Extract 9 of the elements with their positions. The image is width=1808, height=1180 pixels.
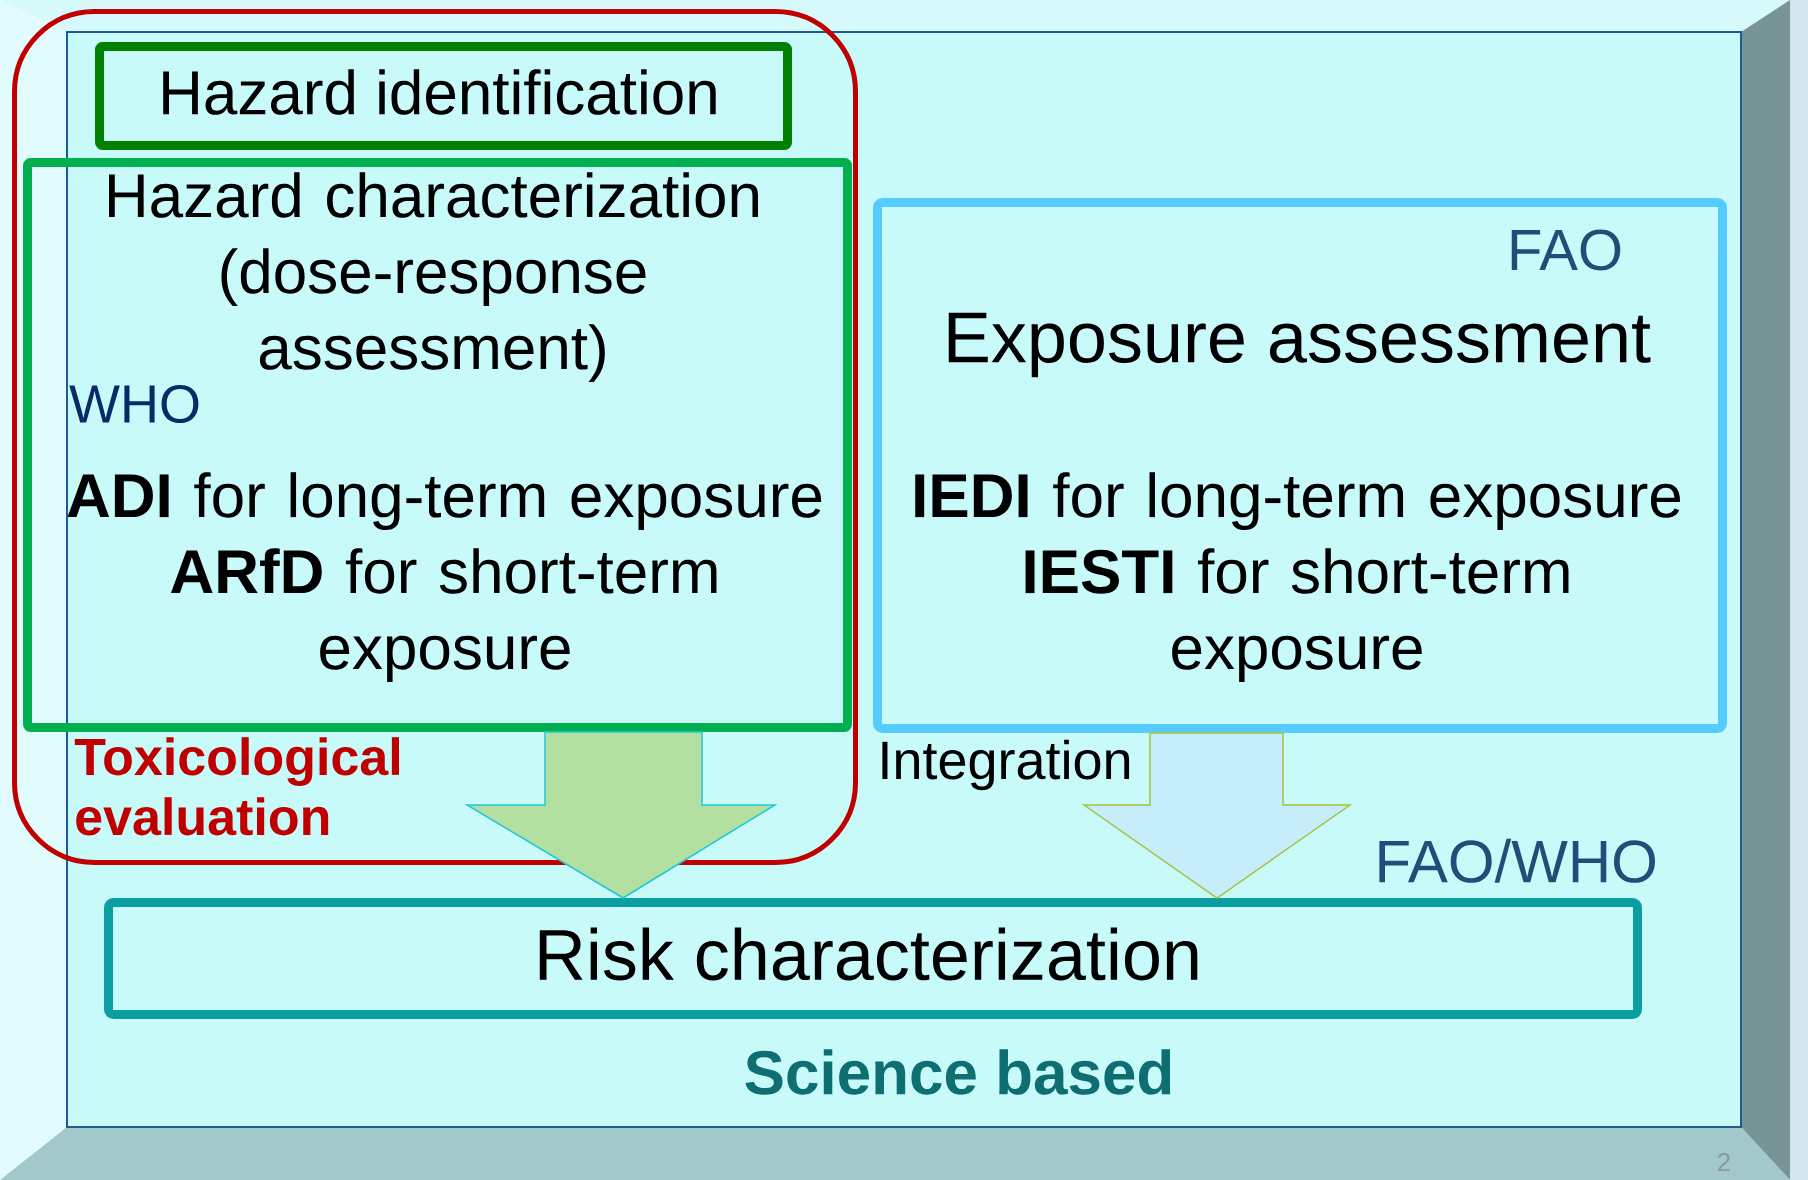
block-arrow	[464, 731, 778, 899]
process-box: Hazard identification	[95, 42, 792, 150]
process-box: FAO Exposure assessment IEDI for long-term exposure IESTI for short-term exposure	[873, 198, 1727, 733]
organization-label: WHO	[69, 384, 199, 424]
heading-label: FAO/WHO	[1379, 838, 1655, 883]
process-box: Risk characterization	[104, 898, 1642, 1019]
block-arrow	[1081, 732, 1353, 899]
node-label: Science based	[745, 1049, 1171, 1095]
integration-label: Integration	[882, 739, 1130, 791]
